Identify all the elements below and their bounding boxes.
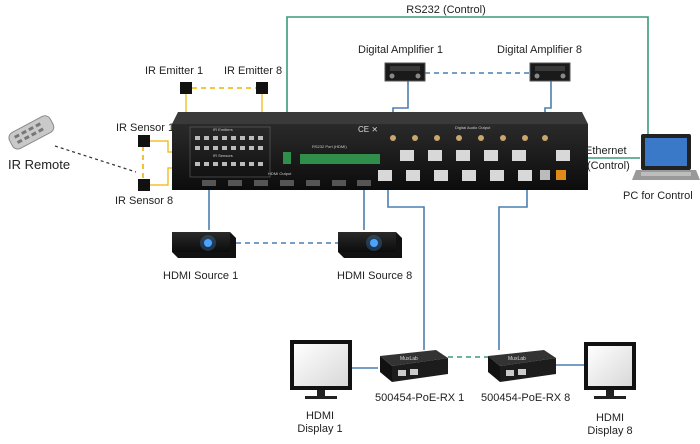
ce-mark: CE ⨯ <box>358 125 378 134</box>
ir-remote-label: IR Remote <box>8 157 71 172</box>
ir-emitter-8-icon <box>256 82 268 94</box>
rx-8-label: 500454-PoE-RX 8 <box>481 392 571 404</box>
ir-sensor-1-icon <box>138 135 150 147</box>
ir-emitter-1-icon <box>180 82 192 94</box>
pc-laptop-icon <box>632 134 700 180</box>
ir-emitters-text: IR Emitters <box>213 127 233 132</box>
display-1-line2: Display 1 <box>297 423 343 435</box>
digital-audio-output-text: Digital Audio Output <box>455 125 491 130</box>
ir-sensor-8-icon <box>138 179 150 191</box>
hdbt-line-rx-8 <box>498 190 528 350</box>
display-8-line1: HDMI <box>595 412 625 424</box>
hdbt-line-rx-1 <box>387 190 425 350</box>
hdmi-output-text: HDMI Output <box>268 171 292 176</box>
hdmi-source-8-label: HDMI Source 8 <box>337 270 413 282</box>
hdmi-source-8-icon <box>338 232 402 258</box>
ir-emitter-8-label: IR Emitter 8 <box>224 65 283 77</box>
hdmi-matrix-device: IR Emitters IR Sensors RS232 Port (HDMI)… <box>172 112 588 190</box>
rs232-port-text: RS232 Port (HDMI) <box>312 144 347 149</box>
rx-1-brand: MuxLab <box>400 356 418 362</box>
rs232-label: RS232 (Control) <box>406 4 486 16</box>
display-1-line1: HDMI <box>305 410 335 422</box>
ethernet-control-label: (Control) <box>587 160 630 172</box>
pc-for-control-label: PC for Control <box>623 190 693 202</box>
hdmi-display-1-icon <box>290 340 352 399</box>
rx-1-label: 500454-PoE-RX 1 <box>375 392 465 404</box>
digital-amp-1-label: Digital Amplifier 1 <box>358 44 443 56</box>
rx-1-receiver-icon: MuxLab <box>380 350 448 382</box>
digital-amplifier-1-icon <box>384 62 426 82</box>
digital-amp-8-label: Digital Amplifier 8 <box>497 44 582 56</box>
ir-sensor-8-label: IR Sensor 8 <box>115 195 174 207</box>
rx-8-receiver-icon: MuxLab <box>488 350 556 382</box>
ir-sensors-text: IR Sensors <box>213 153 233 158</box>
rs232-connection-line <box>286 16 649 150</box>
digital-amplifier-8-icon <box>529 62 571 82</box>
rx-8-brand: MuxLab <box>508 356 526 362</box>
hdmi-source-1-icon <box>172 232 236 258</box>
hdmi-display-8-icon <box>584 342 636 399</box>
ir-sensor-1-label: IR Sensor 1 <box>116 122 175 134</box>
ethernet-label: Ethernet <box>585 145 627 157</box>
ir-remote-icon <box>8 115 55 150</box>
display-8-line2: Display 8 <box>587 425 633 437</box>
ir-emitter-1-label: IR Emitter 1 <box>145 65 204 77</box>
hdmi-source-1-label: HDMI Source 1 <box>163 270 239 282</box>
ir-remote-dashed <box>54 145 137 173</box>
